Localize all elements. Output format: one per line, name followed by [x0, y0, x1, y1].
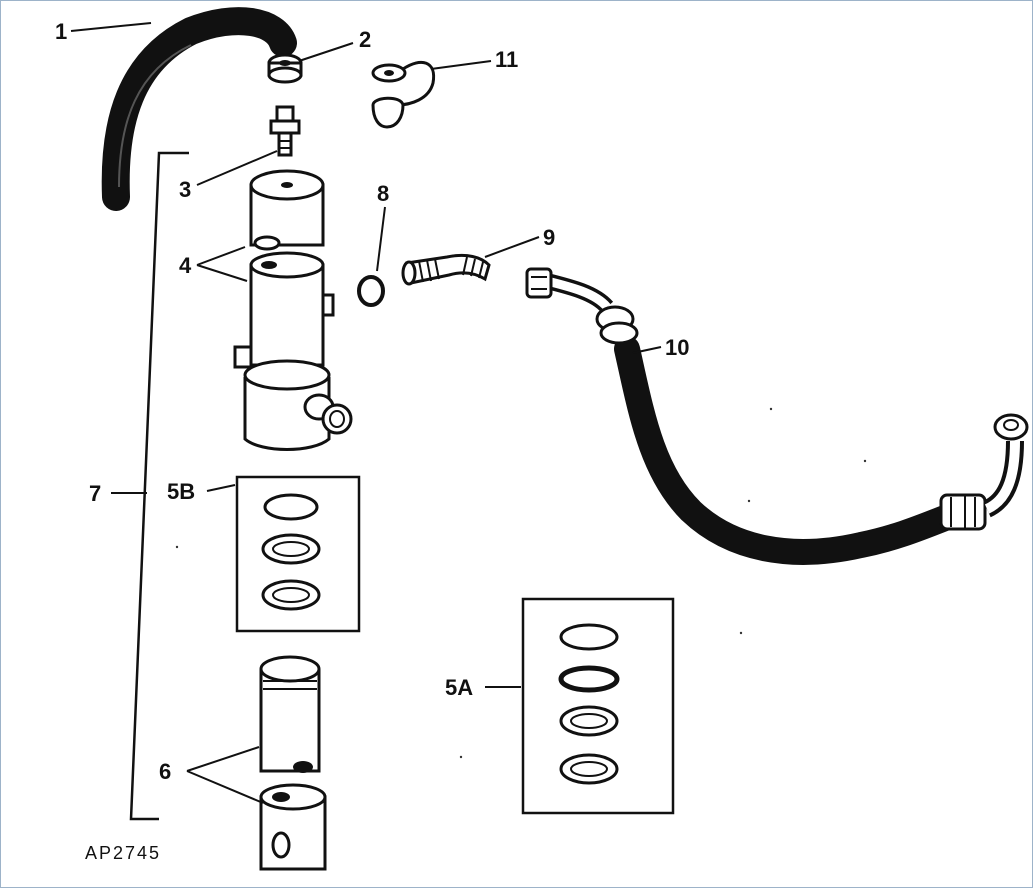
callout-5b: 5B	[167, 479, 195, 504]
part-5a-seal-kit	[521, 597, 675, 815]
callout-2: 2	[359, 27, 371, 52]
scan-specks	[175, 407, 867, 759]
callout-7: 7	[89, 481, 101, 506]
callout-5a: 5A	[445, 675, 473, 700]
callout-1: 1	[55, 19, 67, 44]
part-4-body	[233, 169, 353, 451]
callout-10: 10	[665, 335, 689, 360]
callout-9: 9	[543, 225, 555, 250]
group-7-bracket	[129, 151, 189, 821]
leader-lines	[70, 22, 662, 804]
callout-3: 3	[179, 177, 191, 202]
part-6-piston	[259, 655, 327, 871]
part-9-elbow	[401, 253, 491, 286]
part-2-nut	[267, 53, 303, 84]
part-5b-seal-kit	[235, 475, 361, 633]
part-10-hose-assembly	[525, 267, 1029, 565]
callout-6: 6	[159, 759, 171, 784]
part-8-o-ring	[357, 275, 385, 307]
figure-id: AP2745	[85, 843, 161, 863]
callout-4: 4	[179, 253, 192, 278]
callout-11: 11	[495, 47, 518, 72]
callout-8: 8	[377, 181, 389, 206]
part-3-fitting	[269, 105, 301, 157]
part-1-hose	[101, 7, 297, 211]
part-11-clip	[371, 60, 436, 129]
